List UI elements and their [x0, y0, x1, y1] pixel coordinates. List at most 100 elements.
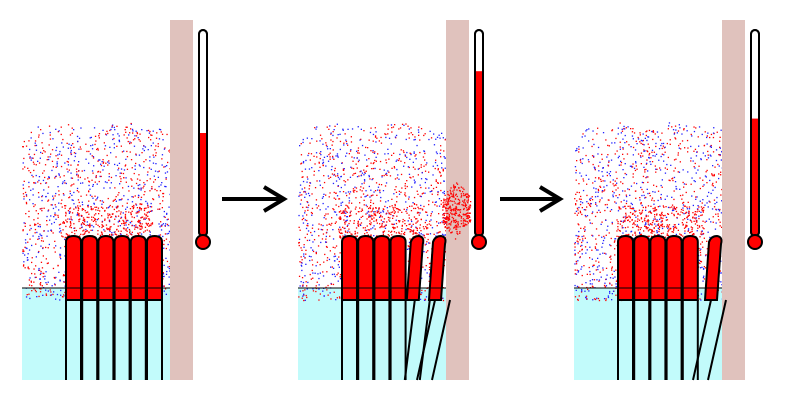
- panel-3-recovering: [574, 20, 763, 381]
- particle: [161, 154, 164, 156]
- particle: [47, 281, 49, 283]
- particle: [655, 171, 657, 173]
- particle: [310, 211, 313, 214]
- particle: [114, 129, 116, 131]
- particle: [327, 175, 329, 177]
- tube: [373, 234, 391, 380]
- particle: [314, 163, 316, 165]
- particle: [126, 150, 128, 153]
- particle: [695, 214, 697, 216]
- particle: [647, 136, 650, 138]
- particle: [333, 174, 335, 176]
- particle: [424, 298, 426, 300]
- particle: [394, 136, 397, 138]
- particle: [586, 183, 588, 185]
- particle: [164, 185, 166, 188]
- particle: [360, 170, 362, 172]
- particle: [354, 208, 357, 210]
- dispersed-particle: [444, 226, 446, 228]
- particle: [668, 226, 670, 228]
- particle: [645, 134, 647, 137]
- particle: [133, 172, 135, 175]
- particle: [302, 217, 305, 220]
- particle: [369, 207, 372, 210]
- particle: [64, 274, 66, 277]
- particle: [687, 228, 690, 230]
- particle: [95, 209, 97, 211]
- particle: [435, 138, 437, 140]
- particle: [143, 149, 145, 152]
- particle: [574, 284, 576, 287]
- particle: [54, 204, 56, 206]
- particle: [65, 211, 67, 214]
- particle: [144, 213, 146, 215]
- particle: [315, 199, 318, 201]
- particle: [672, 179, 674, 182]
- particle: [593, 279, 596, 281]
- particle: [149, 190, 151, 192]
- particle: [605, 139, 607, 141]
- particle: [125, 211, 127, 213]
- particle: [322, 275, 325, 277]
- dispersed-particle: [453, 189, 455, 191]
- particle: [33, 182, 35, 184]
- dispersed-particle: [459, 209, 462, 211]
- particle: [163, 285, 165, 287]
- particle: [332, 131, 334, 133]
- particle: [327, 294, 329, 296]
- particle: [707, 154, 709, 156]
- particle: [331, 165, 333, 168]
- particle: [436, 205, 438, 207]
- particle: [118, 219, 120, 222]
- particle: [133, 206, 135, 208]
- particle: [409, 229, 411, 231]
- particle: [645, 223, 647, 225]
- particle: [645, 209, 647, 211]
- particle: [139, 220, 141, 222]
- particle: [712, 182, 714, 185]
- particle: [408, 198, 410, 200]
- particle: [123, 224, 125, 226]
- particle: [421, 193, 423, 195]
- particle: [388, 137, 391, 139]
- particle: [137, 210, 139, 213]
- particle: [338, 231, 341, 234]
- particle: [341, 201, 344, 203]
- particle: [328, 128, 330, 130]
- particle: [68, 169, 70, 171]
- particle: [702, 152, 704, 154]
- particle: [133, 216, 135, 219]
- particle: [630, 165, 633, 167]
- particle: [166, 171, 169, 173]
- particle: [412, 230, 414, 232]
- particle: [70, 218, 72, 220]
- particle: [366, 165, 369, 167]
- particle: [30, 280, 32, 282]
- particle: [323, 175, 325, 177]
- particle: [70, 177, 72, 179]
- particle: [636, 224, 638, 226]
- particle: [612, 194, 614, 196]
- panel-1-resting: [22, 20, 211, 380]
- particle: [69, 218, 71, 220]
- thermometer-icon: [195, 29, 211, 250]
- particle: [382, 233, 384, 236]
- particle: [304, 212, 306, 214]
- particle: [55, 149, 57, 152]
- particle: [54, 284, 56, 286]
- particle: [434, 167, 436, 170]
- particle: [409, 176, 411, 178]
- particle: [373, 213, 375, 215]
- particle: [370, 223, 372, 226]
- particle: [337, 280, 339, 282]
- dispersed-particle: [449, 223, 451, 225]
- dispersed-particle: [459, 231, 461, 233]
- particle: [74, 155, 76, 158]
- dispersed-particle: [447, 218, 449, 220]
- particle: [101, 203, 103, 205]
- particle: [375, 131, 377, 133]
- particle: [55, 218, 57, 220]
- particle: [333, 158, 335, 160]
- particle: [418, 131, 420, 133]
- particle: [701, 133, 703, 136]
